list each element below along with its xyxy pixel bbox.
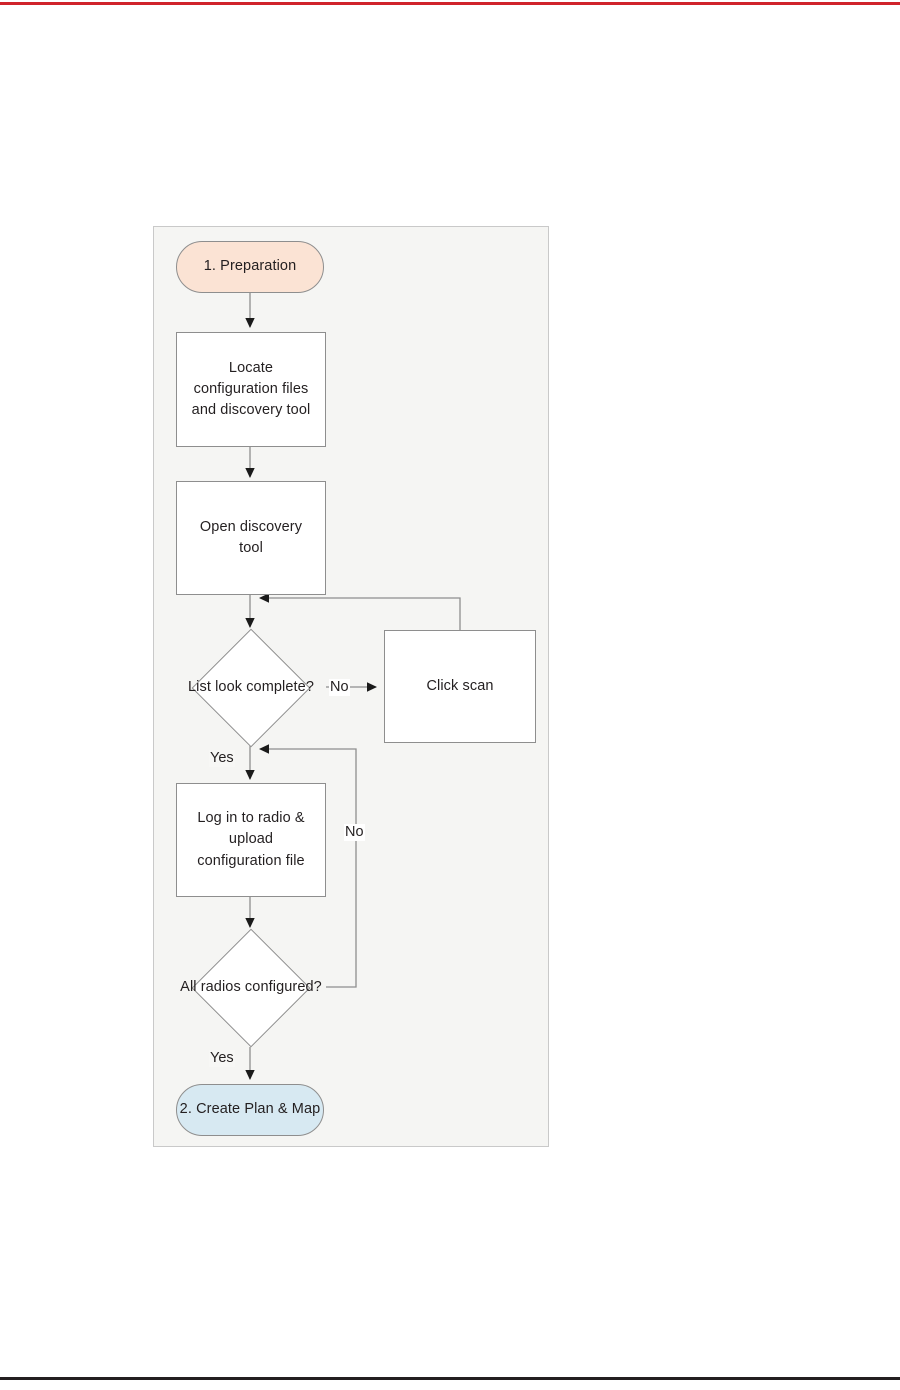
flowchart-canvas: 1. Preparation Locate configuration file… <box>153 226 549 1147</box>
node-open-discovery-tool[interactable]: Open discovery tool <box>176 481 326 595</box>
node-end-create-plan-map[interactable]: 2. Create Plan & Map <box>176 1084 324 1136</box>
page-bottom-rule <box>0 1377 900 1380</box>
node-login-upload-config[interactable]: Log in to radio & upload configuration f… <box>176 783 326 897</box>
node-decision-list-look-complete[interactable]: List look complete? <box>176 628 326 748</box>
edge-label-yes-to-end: Yes <box>209 1050 235 1068</box>
node-decision-all-radios-configured[interactable]: All radios configured? <box>176 928 326 1048</box>
node-click-scan-label: Click scan <box>426 677 494 694</box>
node-locate-configuration-files-label: Locate configuration files and discovery… <box>191 359 311 418</box>
flowchart-connectors <box>245 292 461 1080</box>
node-start-preparation-label: 1. Preparation <box>203 258 297 275</box>
node-start-preparation[interactable]: 1. Preparation <box>176 241 324 293</box>
node-click-scan[interactable]: Click scan <box>384 630 536 743</box>
page-top-rule <box>0 2 900 5</box>
node-login-upload-config-label: Log in to radio & upload configuration f… <box>197 810 305 869</box>
edge-label-yes-to-login: Yes <box>209 750 235 768</box>
edge-decision2-no-to-login <box>259 744 357 988</box>
edge-label-no-to-login: No <box>344 824 365 842</box>
node-open-discovery-tool-label: Open discovery tool <box>199 518 303 556</box>
node-decision-list-look-complete-label: List look complete? <box>187 679 315 696</box>
node-decision-all-radios-configured-label: All radios configured? <box>180 979 322 996</box>
edge-label-no-to-clickscan: No <box>329 679 350 697</box>
edge-clickscan-to-open <box>259 593 461 630</box>
node-locate-configuration-files[interactable]: Locate configuration files and discovery… <box>176 332 326 447</box>
node-end-create-plan-map-label: 2. Create Plan & Map <box>179 1101 321 1118</box>
